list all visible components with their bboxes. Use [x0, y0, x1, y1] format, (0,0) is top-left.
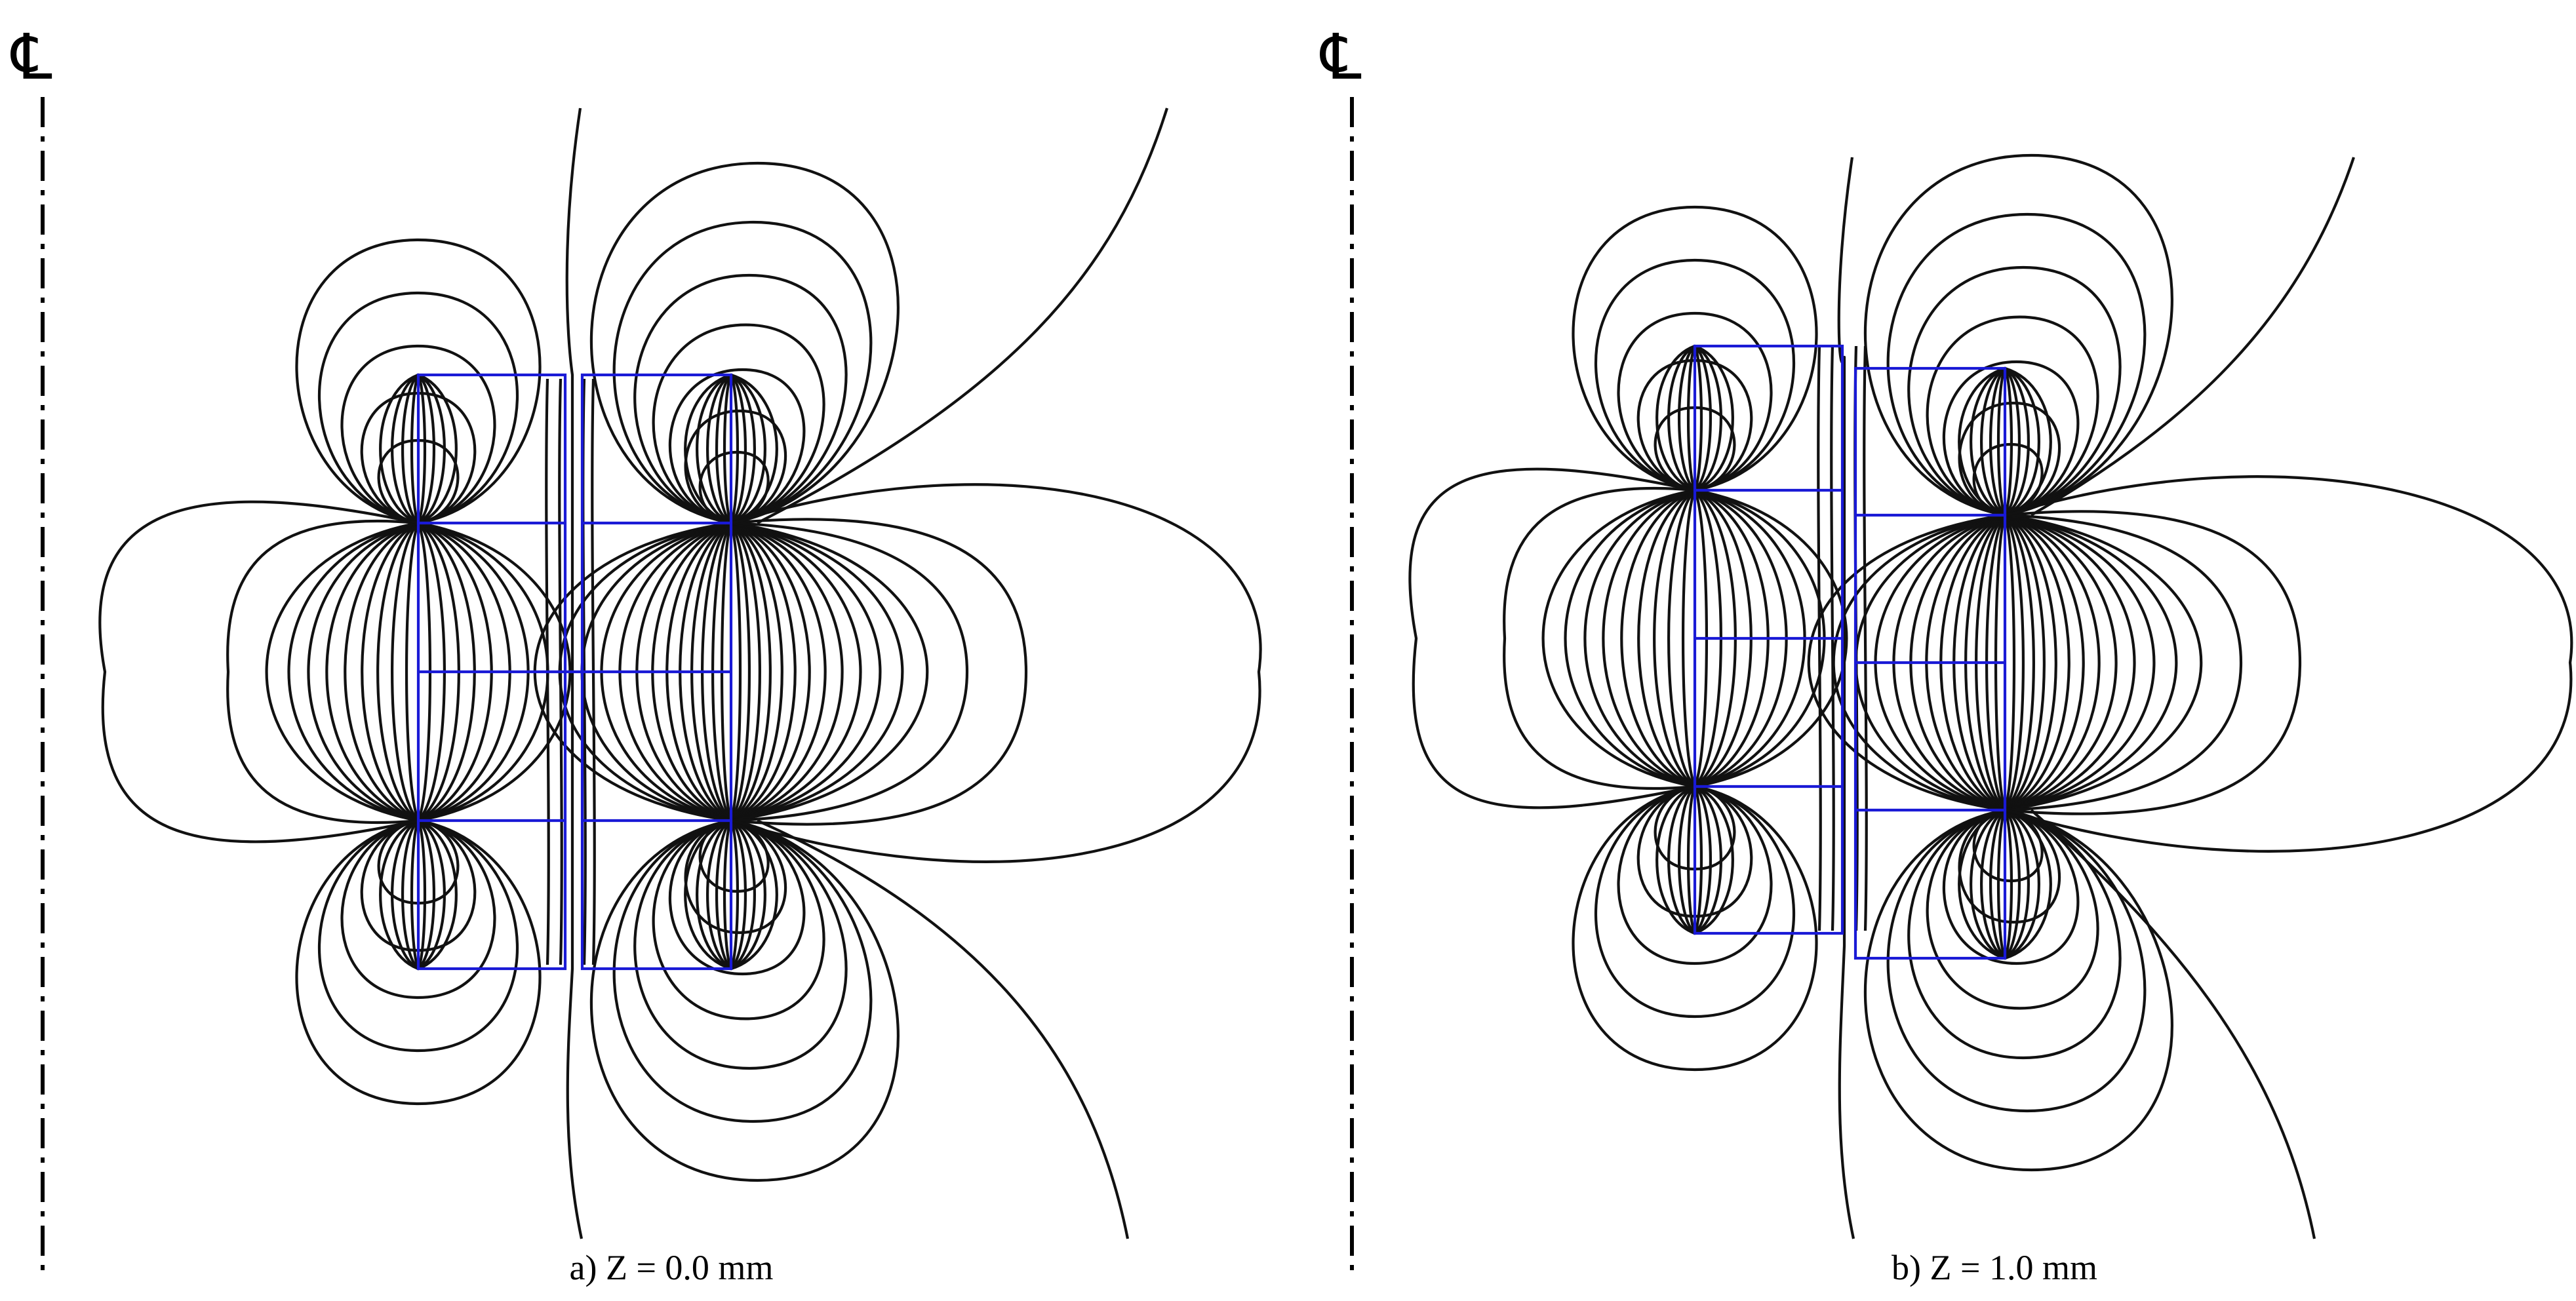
centerline-symbol-a: ℄: [10, 22, 52, 92]
panel-b: ℄ b) Z = 1.0 mm: [1320, 22, 2573, 1287]
contour-line: [317, 291, 519, 525]
field-contours-a: [98, 107, 1262, 1239]
contour-line: [589, 161, 900, 525]
contour-line: [2004, 475, 2573, 853]
contour-line: [1863, 153, 2173, 517]
contour-line: [1942, 360, 2080, 517]
contour-line: [98, 500, 419, 844]
caption-a: a) Z = 0.0 mm: [570, 1248, 774, 1287]
contour-line: [340, 344, 496, 525]
contour-line: [668, 368, 806, 525]
centerline-symbol-b: ℄: [1320, 22, 1362, 92]
contour-line: [652, 323, 825, 525]
contour-line: [340, 819, 496, 1000]
contour-line: [1594, 258, 1796, 492]
contour-line: [652, 819, 825, 1020]
contour-line: [1907, 265, 2122, 517]
contour-line: [295, 819, 542, 1106]
field-contours-b: [1408, 153, 2573, 1239]
contour-line: [1863, 345, 1868, 931]
contour-line: [1617, 785, 1773, 965]
contour-line: [1942, 808, 2080, 965]
contour-line: [633, 819, 848, 1070]
contour-line: [698, 819, 770, 893]
contour-line: [684, 819, 787, 935]
contour-line: [633, 273, 848, 525]
contour-line: [1594, 785, 1796, 1019]
caption-b: b) Z = 1.0 mm: [1892, 1248, 2097, 1287]
contour-line: [295, 238, 542, 525]
contour-line: [1886, 808, 2147, 1113]
magnet-outlines-a: [416, 373, 733, 971]
contour-line: [1837, 157, 1855, 1239]
contour-line: [1972, 808, 2044, 883]
contour-line: [317, 819, 519, 1053]
magnet-outlines-b: [1693, 344, 2007, 960]
contour-line: [1926, 808, 2099, 1010]
contour-line: [2030, 809, 2316, 1239]
contour-line: [1926, 315, 2099, 517]
contour-line: [1972, 442, 2044, 517]
contour-line: [668, 819, 806, 976]
contour-line: [2030, 157, 2355, 516]
contour-line: [757, 819, 1130, 1239]
contour-line: [612, 819, 873, 1123]
contour-line: [2004, 510, 2302, 815]
contour-line: [1907, 808, 2122, 1060]
panel-a: ℄ a) Z = 0.0 mm: [10, 22, 1262, 1287]
contour-line: [730, 521, 969, 823]
contour-line: [757, 107, 1169, 524]
contour-line: [1863, 808, 2173, 1172]
contour-line: [1572, 785, 1818, 1072]
contour-line: [698, 450, 770, 525]
contour-line: [1958, 808, 2061, 924]
contour-line: [684, 409, 787, 525]
contour-line: [612, 220, 873, 525]
contour-line: [1408, 467, 1695, 809]
contour-line: [1503, 486, 1695, 790]
contour-line: [730, 483, 1262, 863]
contour-line: [1572, 205, 1818, 492]
contour-line: [589, 819, 900, 1182]
contour-line: [1886, 212, 2147, 517]
contour-line: [226, 519, 419, 825]
contour-line: [730, 518, 1028, 826]
contour-line: [2004, 513, 2243, 812]
contour-line: [1958, 401, 2061, 517]
contour-line: [1617, 311, 1773, 492]
